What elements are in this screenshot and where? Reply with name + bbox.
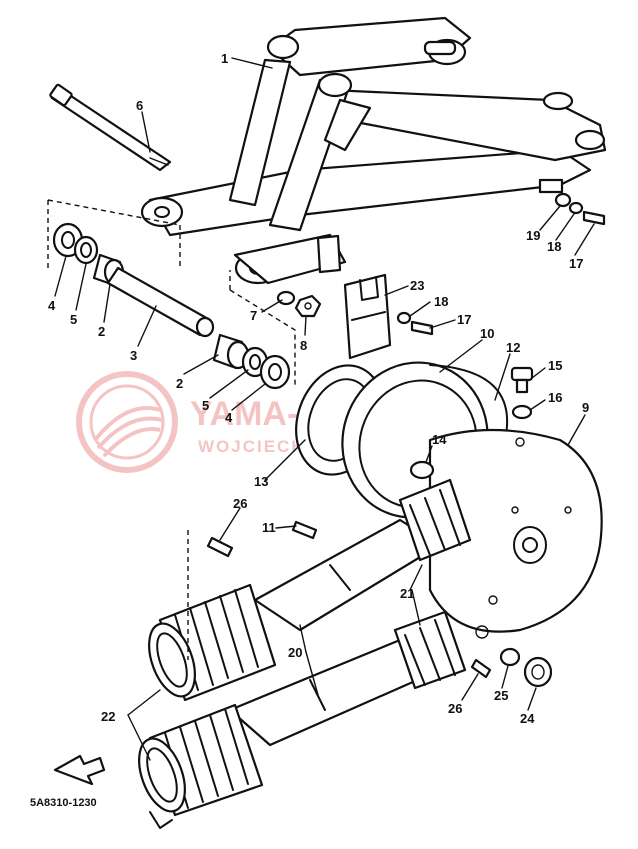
hardware-nut-8 [294, 294, 322, 318]
callout-25: 25 [494, 688, 508, 703]
callout-2: 2 [98, 324, 105, 339]
callout-1: 1 [221, 51, 228, 66]
callout-21: 21 [400, 586, 414, 601]
callout-labels: 1 6 19 18 17 23 18 17 7 8 4 5 2 3 2 5 4 … [48, 51, 589, 726]
hardware-bolt-17b [410, 320, 434, 336]
hardware-washer-19 [554, 192, 572, 208]
callout-12: 12 [506, 340, 520, 355]
boot-21-upper [398, 478, 472, 562]
bellows-22-upper [148, 583, 277, 702]
final-gear-case [428, 428, 603, 639]
callout-9: 9 [582, 400, 589, 415]
callout-20: 20 [288, 645, 302, 660]
callout-10: 10 [480, 326, 494, 341]
pivot-shaft [49, 83, 172, 172]
leader-lines [54, 57, 595, 761]
swingarm-frame [140, 16, 607, 285]
hardware-washer-7 [276, 290, 296, 306]
gasket-16 [511, 404, 533, 420]
callout-26: 26 [448, 701, 462, 716]
callout-5: 5 [202, 398, 209, 413]
oring-12 [429, 364, 509, 441]
callout-19: 19 [526, 228, 540, 243]
pivot-collar [106, 266, 215, 338]
pivot-group-outline [47, 199, 296, 385]
callout-17: 17 [569, 256, 583, 271]
bolt-26a [206, 536, 234, 558]
pivot-bearing-set-right [212, 333, 291, 390]
callout-11: 11 [262, 520, 276, 535]
callout-18: 18 [434, 294, 448, 309]
bellows-22-lower [138, 703, 264, 829]
front-arrow-icon [53, 754, 106, 786]
bolt-11 [291, 520, 318, 540]
callout-3: 3 [130, 348, 137, 363]
cap-24 [523, 656, 553, 688]
cover-23 [343, 273, 392, 360]
boot-21-lower [393, 610, 467, 690]
oring-25 [499, 647, 521, 667]
hardware-washer-18b [396, 311, 412, 325]
callout-22: 22 [101, 709, 115, 724]
watermark-logo-icon [76, 371, 178, 473]
bolt-26b [470, 658, 492, 679]
callout-24: 24 [520, 711, 535, 726]
callout-5: 5 [70, 312, 77, 327]
callout-2: 2 [176, 376, 183, 391]
drain-plug-15 [510, 366, 534, 394]
oring-14 [409, 460, 435, 480]
callout-14: 14 [432, 432, 447, 447]
hardware-bolt-17a [582, 210, 606, 226]
callout-8: 8 [300, 338, 307, 353]
callout-18: 18 [547, 239, 561, 254]
callout-4: 4 [48, 298, 56, 313]
callout-16: 16 [548, 390, 562, 405]
callout-4: 4 [225, 410, 233, 425]
callout-6: 6 [136, 98, 143, 113]
callout-15: 15 [548, 358, 562, 373]
hardware-washer-18a [568, 201, 584, 215]
callout-7: 7 [250, 308, 257, 323]
callout-13: 13 [254, 474, 268, 489]
callout-17: 17 [457, 312, 471, 327]
drawing-code: 5A8310-1230 [30, 797, 97, 809]
callout-23: 23 [410, 278, 424, 293]
callout-26: 26 [233, 496, 247, 511]
